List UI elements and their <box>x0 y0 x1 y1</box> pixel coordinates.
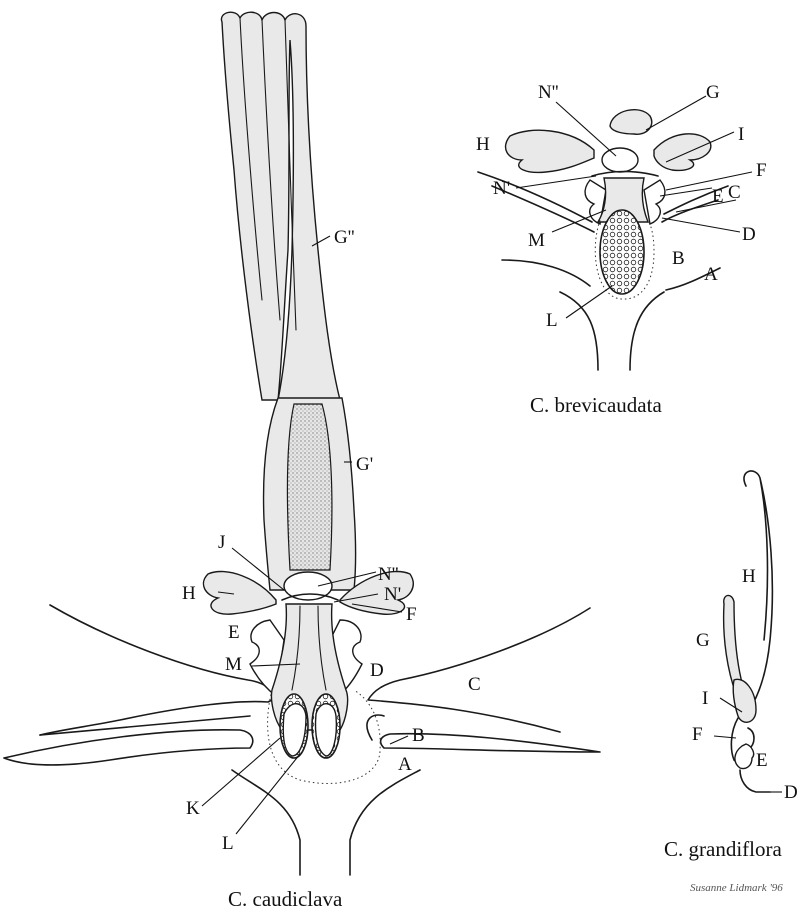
label-caudiclava-N2: N'' <box>378 564 399 585</box>
label-grandiflora-E: E <box>756 750 768 771</box>
label-grandiflora-F: F <box>692 724 703 745</box>
artist-signature: Susanne Lidmark '96 <box>690 882 783 894</box>
label-caudiclava-K: K <box>186 798 200 819</box>
label-caudiclava-B: B <box>412 725 425 746</box>
label-caudiclava-L: L <box>222 833 234 854</box>
label-caudiclava-N1: N' <box>384 584 401 605</box>
brevicaudata-G <box>610 110 652 135</box>
label-caudiclava-H: H <box>182 583 196 604</box>
label-brevicaudata-N1: N' <box>493 178 510 199</box>
caudiclava-right-upper-petal <box>368 608 590 732</box>
caption-caudiclava: C. caudiclava <box>228 887 343 911</box>
label-brevicaudata-G: G <box>706 82 720 103</box>
brevicaudata-left-wing <box>506 130 594 172</box>
caption-grandiflora: C. grandiflora <box>664 837 782 861</box>
label-caudiclava-E: E <box>228 622 240 643</box>
label-brevicaudata-B: B <box>672 248 685 269</box>
brevicaudata-anther-cap <box>602 148 638 172</box>
caudiclava-stem <box>232 770 420 875</box>
label-grandiflora-D: D <box>784 782 798 803</box>
label-brevicaudata-F: F <box>756 160 767 181</box>
grandiflora-H-tail <box>744 471 772 712</box>
label-caudiclava-G2: G'' <box>334 227 355 248</box>
label-grandiflora-G: G <box>696 630 710 651</box>
caudiclava-upper-column <box>221 12 340 400</box>
label-brevicaudata-M: M <box>528 230 545 251</box>
caption-brevicaudata: C. brevicaudata <box>530 393 662 417</box>
label-caudiclava-G1: G' <box>356 454 373 475</box>
brevicaudata-right-wing <box>654 134 711 171</box>
label-caudiclava-D: D <box>370 660 384 681</box>
brevicaudata-pollinium <box>600 210 644 294</box>
label-caudiclava-F: F <box>406 604 417 625</box>
brevicaudata-drawing <box>478 110 728 370</box>
grandiflora-drawing <box>724 471 773 792</box>
label-brevicaudata-A: A <box>704 264 718 285</box>
label-brevicaudata-I: I <box>738 124 744 145</box>
brevicaudata-stem <box>560 292 664 370</box>
label-grandiflora-I: I <box>702 688 708 709</box>
label-brevicaudata-N2: N'' <box>538 82 559 103</box>
label-brevicaudata-E: E <box>712 186 724 207</box>
label-grandiflora-H: H <box>742 566 756 587</box>
caudiclava-left-wing <box>203 572 276 615</box>
grandiflora-I <box>733 679 756 722</box>
label-caudiclava-A: A <box>398 754 412 775</box>
label-brevicaudata-L: L <box>546 310 558 331</box>
label-brevicaudata-H: H <box>476 134 490 155</box>
label-caudiclava-J: J <box>218 532 225 553</box>
label-caudiclava-C: C <box>468 674 481 695</box>
label-brevicaudata-C: C <box>728 182 741 203</box>
label-brevicaudata-D: D <box>742 224 756 245</box>
label-caudiclava-M: M <box>225 654 242 675</box>
